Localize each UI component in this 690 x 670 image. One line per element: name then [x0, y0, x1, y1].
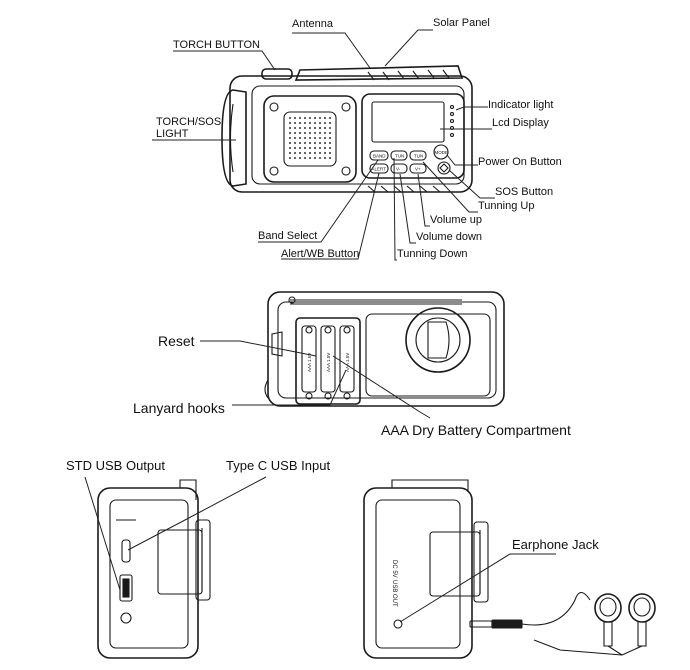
battery-marking: AAA 1.5V [345, 353, 350, 372]
tuning-down-text: TUN [395, 154, 404, 159]
band-button[interactable] [369, 150, 389, 161]
button-row-top: BAND TUN TUN [369, 150, 427, 161]
lanyard-hook-icon [264, 379, 269, 399]
std-usb-port[interactable] [119, 574, 133, 602]
label-lcd-display: Lcd Display [492, 117, 549, 129]
back-leader-lines [200, 340, 431, 419]
left-top-bump [179, 479, 197, 500]
crank-inner [415, 317, 461, 363]
crank-handle [427, 321, 450, 359]
screw-icon [341, 166, 351, 176]
label-tuning-up: Tunning Up [478, 200, 534, 212]
label-volume-down: Volume down [416, 231, 482, 243]
solar-panel-vents [367, 69, 450, 81]
earbud-right [628, 593, 656, 623]
left-crank [157, 529, 203, 595]
volume-down-text: V- [396, 167, 401, 172]
label-antenna: Antenna [292, 18, 334, 30]
label-torch-sos-light-1: TORCH/SOS [156, 116, 221, 128]
sos-button[interactable] [437, 161, 451, 175]
tuning-down-button[interactable] [390, 150, 408, 161]
power-button-text: MODE [435, 150, 449, 155]
battery-slot [320, 325, 336, 393]
speaker-frame [263, 95, 357, 183]
label-sos-button: SOS Button [495, 186, 553, 198]
volume-down-button[interactable] [390, 163, 408, 174]
battery-marking: AAA 1.5V [307, 353, 312, 372]
label-torch-sos-light-2: LIGHT [156, 128, 189, 140]
label-indicator-light: Indicator light [488, 99, 553, 111]
right-side-view: DC 5V USB OUT Earphone Jack [363, 479, 656, 659]
battery-marking: AAA 1.5V [326, 353, 331, 372]
type-c-port[interactable] [121, 539, 131, 563]
screw-icon [269, 102, 279, 112]
torch-button-shape [261, 68, 293, 80]
left-side-view: STD USB Output Type C USB Input [66, 458, 330, 659]
back-view: AAA 1.5V AAA 1.5V AAA 1.5V Reset Lanyard… [133, 291, 571, 438]
back-body-outline [267, 291, 505, 407]
left-side-body [97, 487, 199, 659]
lcd-display-shape [371, 101, 445, 143]
bottom-vents [367, 185, 441, 193]
label-power-on-button: Power On Button [478, 156, 562, 168]
label-band-select: Band Select [258, 230, 317, 242]
back-body-inner [277, 301, 497, 399]
left-side-inner [109, 499, 189, 649]
earphone-jack-port[interactable] [393, 619, 403, 629]
label-solar-panel: Solar Panel [433, 17, 490, 29]
right-top-bump [391, 479, 469, 492]
tuning-up-text: TUN [414, 154, 423, 159]
crank-area [365, 313, 491, 397]
label-alert-wb-button: Alert/WB Button [281, 248, 359, 260]
label-volume-up: Volume up [430, 214, 482, 226]
port-marking-usb: USB OUT [391, 580, 397, 607]
left-port-hole [120, 612, 132, 624]
tuning-up-button[interactable] [409, 150, 427, 161]
screw-icon [269, 166, 279, 176]
crank-outer [405, 307, 471, 373]
speaker-holes [289, 117, 331, 159]
band-button-text: BAND [373, 154, 386, 159]
speaker-grille [283, 111, 337, 167]
label-earphone-jack: Earphone Jack [512, 537, 599, 552]
battery-slots: AAA 1.5V AAA 1.5V AAA 1.5V [301, 325, 355, 400]
label-tuning-down: Tunning Down [397, 248, 468, 260]
battery-compartment [295, 317, 361, 405]
torch-light-lens [229, 103, 234, 173]
earphones-icon [469, 591, 656, 656]
right-leader-line [399, 553, 556, 623]
right-side-inner [375, 499, 461, 649]
label-battery-compartment: AAA Dry Battery Compartment [381, 422, 571, 438]
control-panel [361, 93, 465, 179]
label-torch-button: TORCH BUTTON [173, 39, 260, 51]
solar-panel-shape [294, 65, 464, 81]
label-reset: Reset [158, 333, 195, 349]
earbud-left [594, 593, 622, 623]
battery-slot [339, 325, 355, 393]
port-marking-dc: DC 5V [391, 560, 397, 578]
screw-icon [341, 102, 351, 112]
reset-hole [271, 331, 283, 357]
alert-button-text: ALERT [372, 167, 387, 172]
label-std-usb-output: STD USB Output [66, 458, 165, 473]
button-row-bottom: ALERT V- V+ [369, 163, 427, 174]
volume-up-button[interactable] [409, 163, 427, 174]
front-leader-lines [152, 29, 495, 261]
sos-button-inner [439, 163, 449, 173]
torch-light-housing [221, 89, 247, 187]
volume-up-text: V+ [415, 167, 421, 172]
label-type-c-usb-input: Type C USB Input [226, 458, 330, 473]
power-on-button[interactable] [433, 144, 449, 160]
right-side-body [363, 487, 473, 659]
battery-slot [301, 325, 317, 393]
indicator-lights [449, 104, 455, 138]
label-lanyard-hooks: Lanyard hooks [133, 400, 225, 416]
front-view: BAND TUN TUN ALERT V- V+ MODE [152, 17, 562, 261]
left-leader-lines [84, 476, 267, 591]
